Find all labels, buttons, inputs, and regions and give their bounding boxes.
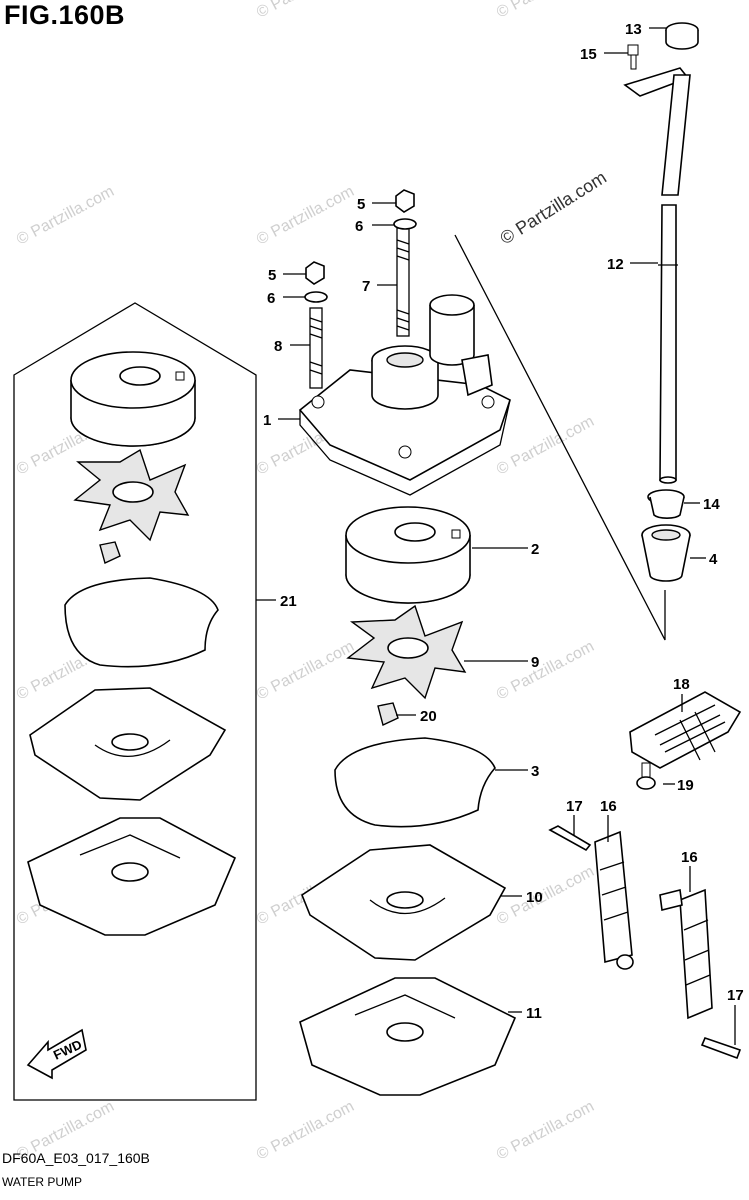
kit-o-ring <box>64 577 219 668</box>
nut-5-upper <box>395 189 415 213</box>
callout-16-right: 16 <box>681 849 698 866</box>
callout-13: 13 <box>625 21 642 38</box>
figure-caption: WATER PUMP <box>2 1175 82 1189</box>
bolt-15 <box>627 44 639 70</box>
callout-2: 2 <box>531 541 539 558</box>
screw-17-left <box>548 825 592 852</box>
forward-direction-arrow: FWD <box>26 1028 87 1080</box>
drawing-code: DF60A_E03_017_160B <box>2 1150 150 1166</box>
watermark: © Partzilla.com <box>494 0 597 22</box>
callout-11: 11 <box>526 1005 542 1022</box>
watermark: © Partzilla.com <box>254 1098 357 1164</box>
kit-outline <box>13 302 257 1101</box>
callout-5-upper: 5 <box>357 196 365 213</box>
kit-gasket <box>29 687 227 801</box>
figure-title: FIG.160B <box>4 0 126 30</box>
callout-16-left: 16 <box>600 798 617 815</box>
kit-impeller <box>73 448 190 542</box>
callout-labels: 1 2 3 4 5 5 6 6 7 8 9 10 11 12 13 14 15 … <box>263 21 744 1022</box>
water-inlet-cover-18 <box>629 691 742 769</box>
key-20 <box>377 702 399 726</box>
pump-case-gasket <box>301 844 507 961</box>
watermark: © Partzilla.com <box>494 1098 597 1164</box>
screw-17-right <box>700 1037 742 1060</box>
tube-seal-4 <box>641 524 691 582</box>
callout-14: 14 <box>703 496 720 513</box>
washer-6-lower <box>304 291 328 303</box>
watermark: © Partzilla.com <box>254 183 357 249</box>
impeller <box>346 604 467 700</box>
watermark: © Partzilla.com <box>254 638 357 704</box>
water-strainer-16-right <box>659 888 713 1020</box>
callout-6-upper: 6 <box>355 218 363 235</box>
grommet-13 <box>665 22 699 50</box>
kit-key <box>99 541 121 564</box>
callout-4: 4 <box>709 551 718 568</box>
grommet-14 <box>647 489 685 519</box>
callout-6-lower: 6 <box>267 290 275 307</box>
callout-18: 18 <box>673 676 690 693</box>
callout-12: 12 <box>607 256 624 273</box>
o-ring <box>334 737 496 828</box>
leader-lines <box>256 27 736 1045</box>
stud-bolt-8 <box>309 307 323 389</box>
callout-3: 3 <box>531 763 539 780</box>
callout-20: 20 <box>420 708 437 725</box>
callout-21: 21 <box>280 593 297 610</box>
watermark-layer: © Partzilla.com © Partzilla.com © Partzi… <box>14 0 610 1164</box>
screw-19 <box>636 762 656 790</box>
callout-17-left: 17 <box>566 798 583 815</box>
nut-5-lower <box>305 261 325 285</box>
callout-19: 19 <box>677 777 694 794</box>
watermark: © Partzilla.com <box>494 413 597 479</box>
watermark: © Partzilla.com <box>254 0 357 22</box>
water-tube-12 <box>658 74 691 484</box>
water-pump-case <box>298 294 511 496</box>
pump-case-plate <box>299 977 517 1096</box>
water-strainer-16-left <box>594 830 634 970</box>
watermark: © Partzilla.com <box>14 183 117 249</box>
callout-9: 9 <box>531 654 539 671</box>
callout-7: 7 <box>362 278 370 295</box>
callout-5-lower: 5 <box>268 267 276 284</box>
callout-15: 15 <box>580 46 597 63</box>
impeller-housing <box>345 506 471 604</box>
callout-8: 8 <box>274 338 282 355</box>
kit-impeller-housing <box>70 351 196 447</box>
stud-bolt-7 <box>396 227 410 337</box>
tube-outline <box>454 234 666 641</box>
washer-6-upper <box>393 218 417 230</box>
kit-plate <box>27 817 237 936</box>
callout-1: 1 <box>263 412 271 429</box>
callout-10: 10 <box>526 889 543 906</box>
watermark: © Partzilla.com <box>494 638 597 704</box>
callout-17-right: 17 <box>727 987 744 1004</box>
watermark: © Partzilla.com <box>497 167 610 248</box>
